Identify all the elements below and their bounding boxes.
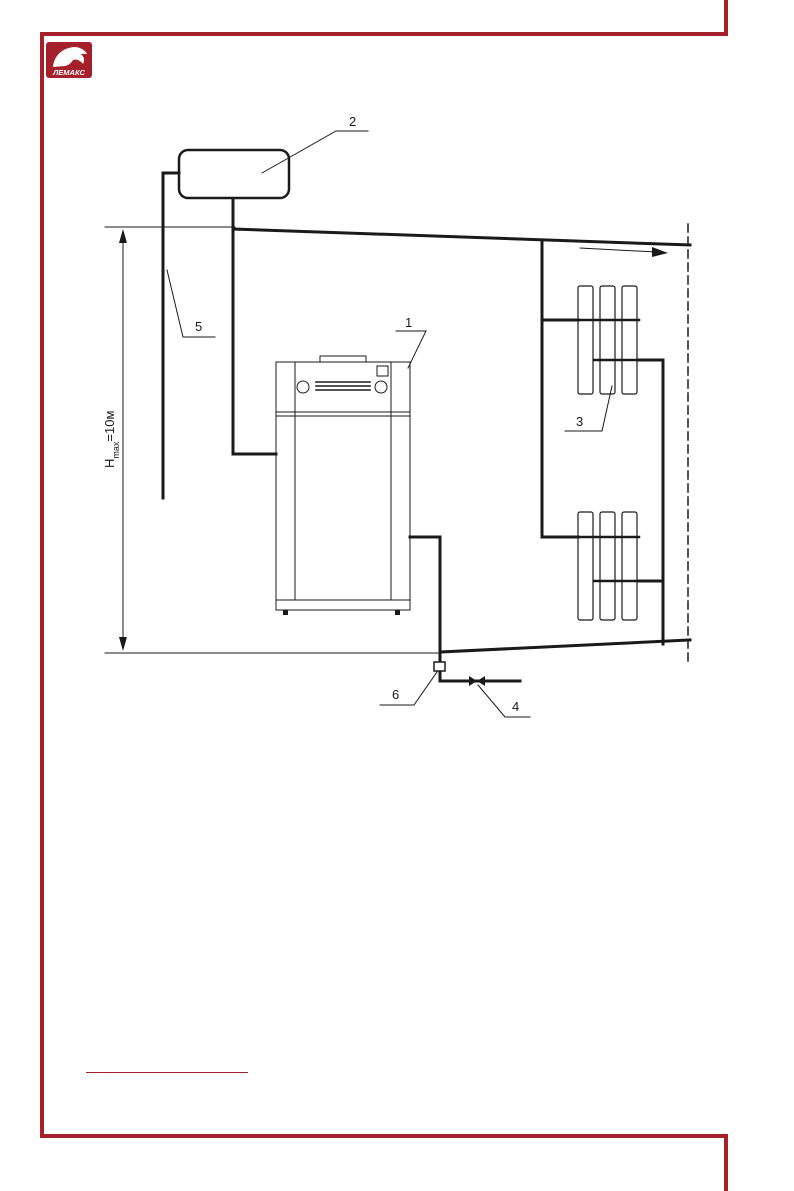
label-radiators-number: 3 [576,414,583,429]
boiler [276,356,410,610]
lower-radiator-section-3 [622,512,637,620]
lower-radiator-section-2 [600,512,615,620]
leader-tank [262,131,368,173]
drain-valve-icon [469,676,485,686]
safety-riser-pipe [163,173,179,498]
height-label: Hmax=10м [102,411,121,468]
lower-radiator [578,512,637,620]
height-subscript: max [111,441,121,459]
footer-rule [86,1072,248,1073]
boiler-left-foot [283,610,288,615]
height-dimension [105,227,440,653]
boiler-vent-grille [316,382,370,390]
label-riser-number: 5 [195,319,202,334]
leader-valve [478,685,530,717]
label-tank-number: 2 [349,114,356,129]
expansion-tank [179,150,289,198]
upper-radiator-section-1 [578,286,593,394]
expansion-pipe [233,200,276,454]
return-riser-pipe [639,360,663,644]
leader-sensor [380,672,437,705]
flow-arrow-line [580,248,656,252]
boiler-return-pipe [410,537,440,662]
height-label-text: Hmax=10м [102,411,121,468]
height-value: =10м [102,411,117,442]
boiler-indicator-window [377,366,388,376]
dimension-arrow-down-icon [119,637,127,651]
supply-main-pipe [233,229,690,245]
lower-radiator-collectors [578,537,639,581]
leader-riser [167,270,215,337]
boiler-thermometer-gauge [297,381,309,393]
label-sensor-number: 6 [392,687,399,702]
boiler-flue-collar [320,356,366,362]
flow-arrow-head-icon [652,247,668,257]
boiler-thermostat-knob [375,381,387,393]
upper-radiator-collectors [578,320,639,360]
upper-radiator [578,286,637,394]
lower-radiator-section-1 [578,512,593,620]
supply-riser-pipe [542,240,578,537]
height-symbol: H [102,459,117,468]
boiler-body [276,362,410,600]
upper-radiator-section-3 [622,286,637,394]
leader-radiators [565,386,612,431]
return-main-pipe [440,640,690,652]
label-valve-number: 4 [512,699,519,714]
boiler-base [276,600,410,610]
label-boiler-number: 1 [405,315,412,330]
boiler-right-foot [395,610,400,615]
dimension-arrow-up-icon [119,229,127,243]
upper-radiator-section-2 [600,286,615,394]
temperature-sensor [434,662,445,671]
